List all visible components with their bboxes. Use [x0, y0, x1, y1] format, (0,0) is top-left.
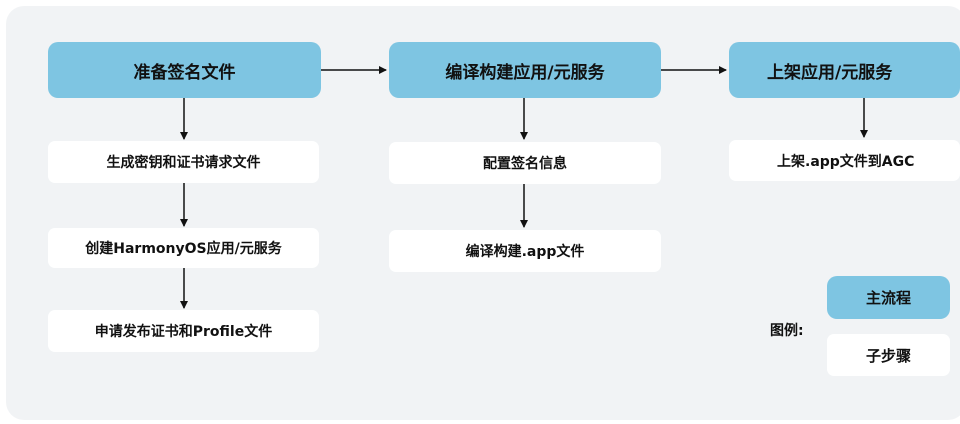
sub-step-upload-to-agc: 上架.app文件到AGC [729, 140, 960, 181]
main-step-publish-app: 上架应用/元服务 [729, 42, 960, 98]
sub-step-generate-key-csr: 生成密钥和证书请求文件 [48, 141, 319, 183]
sub-step-build-app-file: 编译构建.app文件 [389, 230, 661, 272]
legend-main-flow: 主流程 [827, 276, 950, 319]
legend-title: 图例: [770, 323, 804, 339]
main-step-build-app: 编译构建应用/元服务 [389, 42, 661, 98]
sub-step-configure-signing: 配置签名信息 [389, 142, 661, 184]
sub-step-create-harmonyos-app: 创建HarmonyOS应用/元服务 [48, 228, 319, 268]
legend-sub-step: 子步骤 [827, 334, 950, 376]
main-step-prepare-signing-files: 准备签名文件 [48, 42, 321, 98]
sub-step-apply-cert-profile: 申请发布证书和Profile文件 [48, 310, 319, 352]
